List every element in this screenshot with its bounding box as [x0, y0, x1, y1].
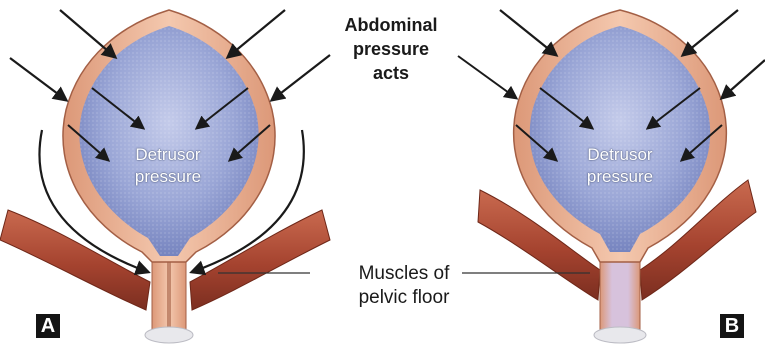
panel-label-b: B	[720, 314, 744, 338]
muscles-label-line1: Muscles of	[304, 262, 504, 286]
ext-arrow-tr-a	[228, 10, 285, 57]
ext-arrow-tr-b	[683, 10, 738, 55]
urethra-opening-a	[145, 327, 193, 343]
abdominal-label-line1: Abdominal	[311, 14, 471, 36]
abdominal-label-line2: pressure	[311, 38, 471, 60]
muscles-label-line2: pelvic floor	[304, 286, 504, 310]
ext-arrow-tl-a	[60, 10, 115, 57]
detrusor-label-b: Detrusor	[550, 144, 690, 166]
urethra-opening-b	[594, 327, 646, 343]
ext-arrow-ml-a	[10, 58, 66, 100]
pressure-label-a: pressure	[98, 166, 238, 188]
ext-arrow-mr-b	[722, 60, 765, 98]
panel-label-a: A	[36, 314, 60, 338]
ext-arrow-tl-b	[500, 10, 556, 55]
urethra-lumen-a	[167, 255, 171, 330]
detrusor-label-a: Detrusor	[98, 144, 238, 166]
pressure-label-b: pressure	[550, 166, 690, 188]
abdominal-label-line3: acts	[311, 62, 471, 84]
